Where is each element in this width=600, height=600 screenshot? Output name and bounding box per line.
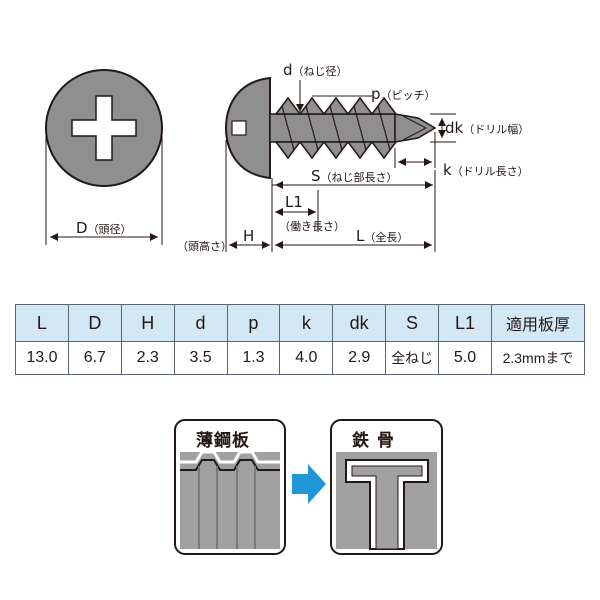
header-p: p bbox=[226, 304, 281, 342]
label-L-symbol: L bbox=[356, 227, 365, 245]
spec-header-row: L D H d p k dk S L1 適用板厚 bbox=[15, 304, 585, 342]
label-L1-symbol: L1 bbox=[285, 193, 303, 211]
label-k-note: （ドリル長さ） bbox=[451, 165, 529, 178]
phillips-cross-icon bbox=[71, 95, 137, 161]
spec-table: L D H d p k dk S L1 適用板厚 13.0 6.7 2.3 3.… bbox=[15, 304, 585, 375]
label-S: S（ねじ部長さ） bbox=[311, 168, 398, 186]
label-S-symbol: S bbox=[311, 167, 321, 185]
label-D: D（頭径） bbox=[76, 220, 132, 238]
arrow-right-icon bbox=[292, 464, 326, 504]
label-D-symbol: D bbox=[76, 219, 88, 237]
header-thickness: 適用板厚 bbox=[491, 304, 585, 342]
screw-head-top-view bbox=[45, 69, 163, 245]
label-dk-symbol: dk bbox=[445, 119, 464, 137]
label-dk-note: （ドリル幅） bbox=[463, 123, 530, 136]
label-dk: dk（ドリル幅） bbox=[445, 120, 529, 138]
header-k: k bbox=[279, 304, 334, 342]
label-S-note: （ねじ部長さ） bbox=[320, 171, 398, 184]
value-dk: 2.9 bbox=[332, 341, 387, 375]
header-D: D bbox=[67, 304, 122, 342]
label-H-note: （頭高さ） bbox=[177, 238, 232, 255]
header-d: d bbox=[173, 304, 228, 342]
value-H: 2.3 bbox=[120, 341, 175, 375]
value-d: 3.5 bbox=[173, 341, 228, 375]
spec-value-row: 13.0 6.7 2.3 3.5 1.3 4.0 2.9 全ねじ 5.0 2.3… bbox=[15, 341, 585, 375]
label-L1-note: （働き長さ） bbox=[279, 218, 345, 235]
label-L-note: （全長） bbox=[364, 231, 409, 244]
sheet-steel-panel bbox=[174, 419, 286, 555]
steel-frame-title: 鉄 骨 bbox=[352, 431, 395, 451]
steel-frame-panel bbox=[330, 419, 443, 555]
value-D: 6.7 bbox=[67, 341, 122, 375]
label-k-symbol: k bbox=[443, 161, 452, 179]
label-p-note: （ピッチ） bbox=[380, 89, 436, 102]
value-p: 1.3 bbox=[226, 341, 281, 375]
label-D-note: （頭径） bbox=[87, 223, 132, 236]
label-H-symbol: H bbox=[243, 227, 255, 245]
header-dk: dk bbox=[332, 304, 387, 342]
label-p: p（ピッチ） bbox=[371, 86, 436, 104]
label-H: H bbox=[243, 228, 254, 245]
label-L1: L1 bbox=[285, 194, 303, 211]
value-S: 全ねじ bbox=[385, 341, 439, 375]
label-k: k（ドリル長さ） bbox=[443, 162, 529, 180]
label-H-note-text: （頭高さ） bbox=[177, 240, 232, 253]
sheet-steel-title: 薄鋼板 bbox=[196, 431, 250, 451]
value-thickness: 2.3mmまで bbox=[491, 341, 585, 375]
header-S: S bbox=[385, 304, 439, 342]
label-L: L（全長） bbox=[356, 228, 408, 246]
value-L: 13.0 bbox=[15, 341, 69, 375]
screw-side-view bbox=[224, 76, 437, 180]
dimension-arrows bbox=[229, 104, 446, 249]
header-L1: L1 bbox=[438, 304, 492, 342]
header-H: H bbox=[120, 304, 175, 342]
label-L1-note-text: （働き長さ） bbox=[279, 220, 345, 233]
value-L1: 5.0 bbox=[438, 341, 492, 375]
label-p-symbol: p bbox=[371, 85, 381, 103]
label-d-symbol: d bbox=[283, 61, 293, 79]
label-d-note: （ねじ径） bbox=[292, 65, 348, 78]
header-L: L bbox=[15, 304, 69, 342]
label-d: d（ねじ径） bbox=[283, 62, 348, 80]
value-k: 4.0 bbox=[279, 341, 334, 375]
